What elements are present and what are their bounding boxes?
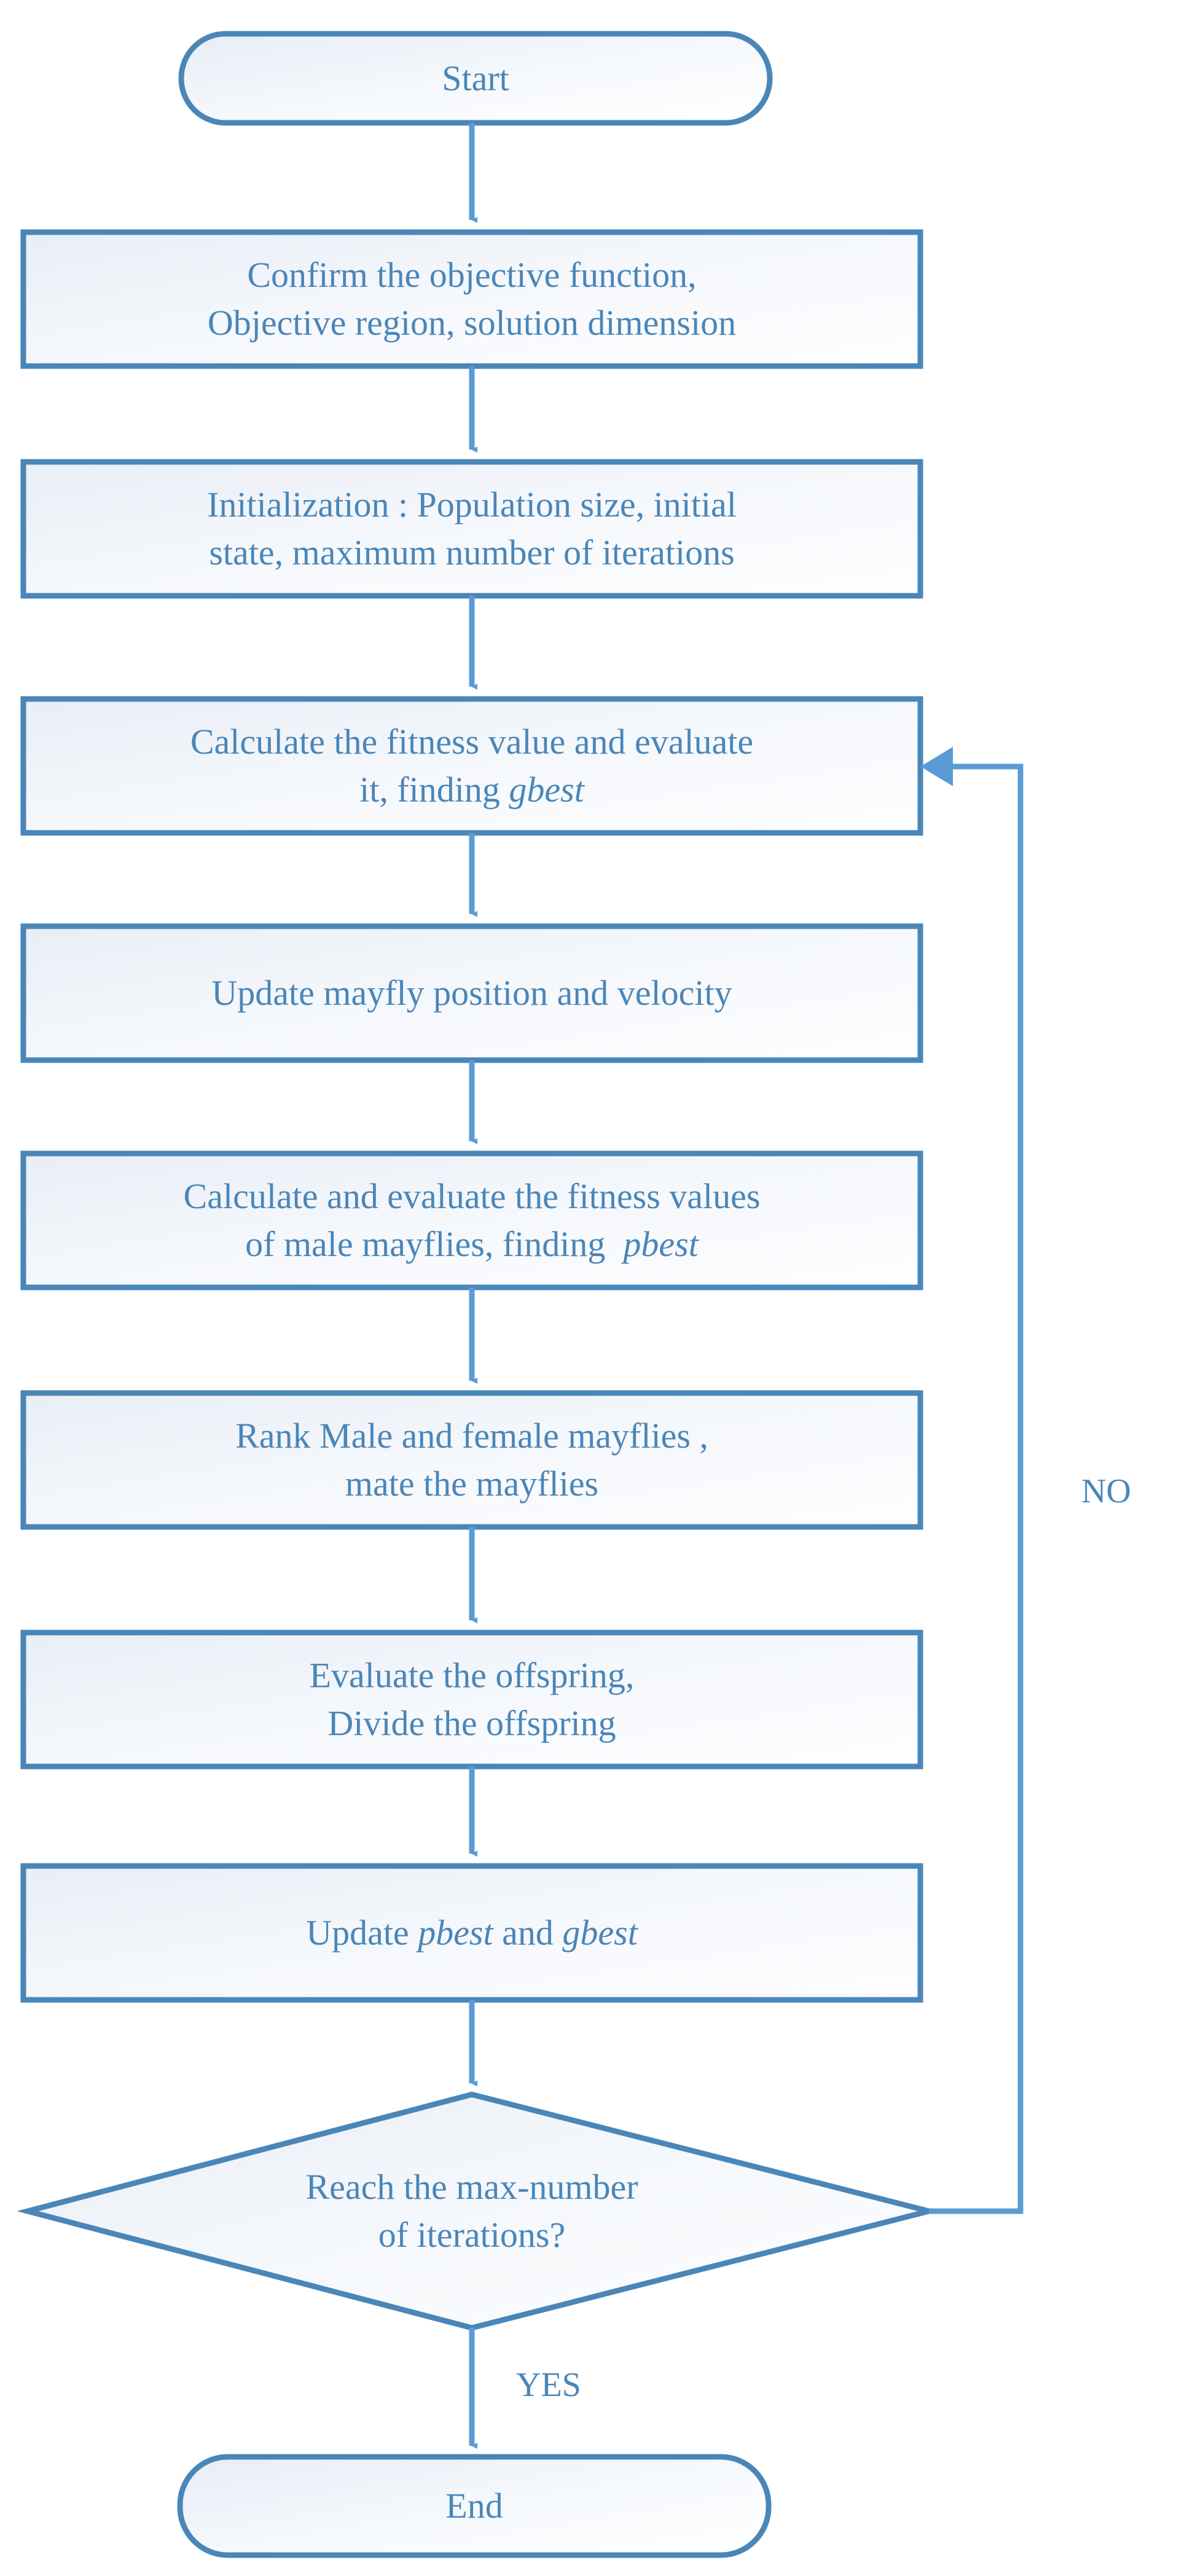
node-update-mayfly-position[interactable]: [20, 923, 923, 1063]
node-male-fitness-pbest[interactable]: [20, 1150, 923, 1290]
node-calculate-fitness-gbest[interactable]: [20, 696, 923, 836]
node-rank-mate[interactable]: [20, 1390, 923, 1530]
node-evaluate-offspring[interactable]: [20, 1630, 923, 1770]
edge-label-yes: YES: [516, 2366, 581, 2404]
node-update-pbest-gbest[interactable]: [20, 1863, 923, 2003]
node-end[interactable]: [177, 2454, 772, 2558]
node-initialization[interactable]: [20, 459, 923, 599]
node-confirm[interactable]: [20, 229, 923, 369]
node-decision-max-iterations[interactable]: [17, 2091, 930, 2331]
edge-label-no: NO: [1081, 1472, 1131, 1510]
node-start[interactable]: [178, 31, 773, 126]
edge-decision-no-feedback: [929, 763, 1024, 2214]
feedback-arrowhead-icon: [920, 747, 953, 786]
